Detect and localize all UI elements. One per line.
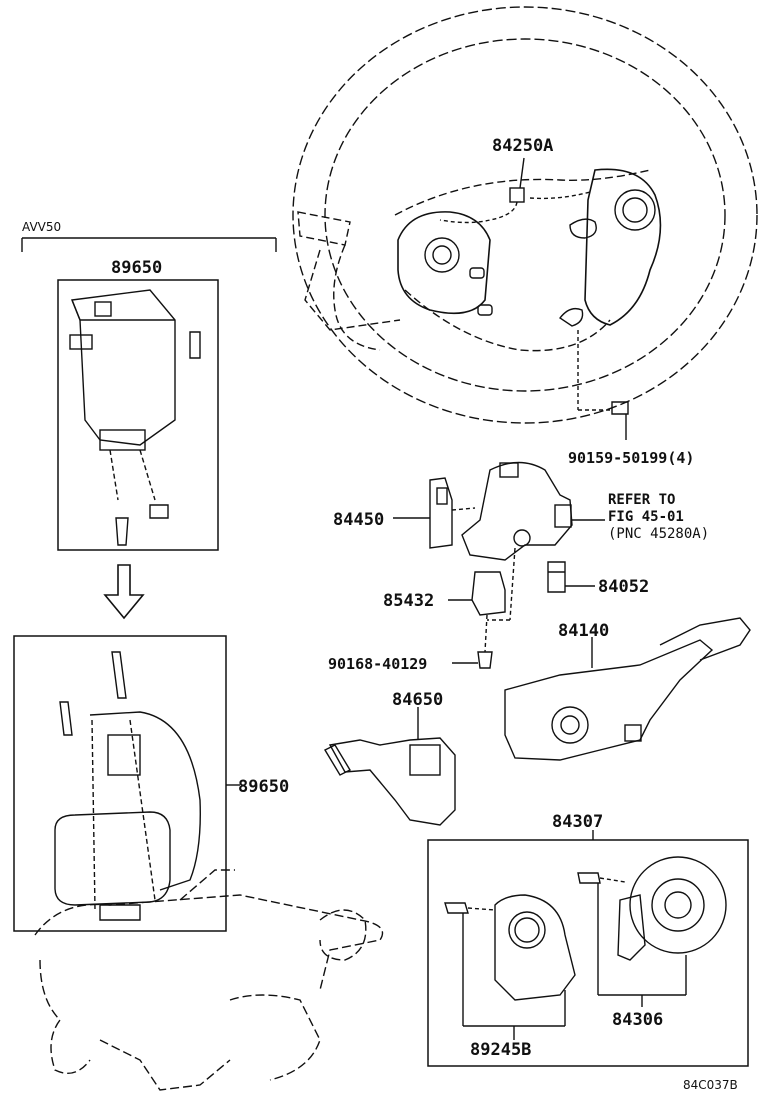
part-label-90168: 90168-40129 xyxy=(328,655,428,673)
figure-code: 84C037B xyxy=(683,1078,738,1092)
spiral-cable-box xyxy=(427,830,749,1067)
part-label-89650-side: 89650 xyxy=(238,777,290,797)
steering-wheel-drawing xyxy=(292,6,758,440)
ignition-module-box-top xyxy=(57,279,219,551)
part-label-84650: 84650 xyxy=(392,690,444,710)
turn-signal-switch-drawing xyxy=(504,617,751,761)
variant-label: AVV50 xyxy=(22,220,62,234)
arrow-down-icon xyxy=(103,564,145,620)
part-label-84307: 84307 xyxy=(552,812,604,832)
wiper-switch-drawing xyxy=(324,707,456,826)
light-control-switch-drawing xyxy=(448,571,506,669)
avv50-bracket xyxy=(21,237,277,252)
part-label-84140: 84140 xyxy=(558,621,610,641)
part-label-90159: 90159-50199(4) xyxy=(568,449,695,467)
sensor-drawing xyxy=(547,561,595,593)
part-label-84450: 84450 xyxy=(333,510,385,530)
part-label-84250a: 84250A xyxy=(492,136,554,156)
refer-line-1: REFER TO xyxy=(608,492,676,508)
refer-line-3: (PNC 45280A) xyxy=(608,526,710,542)
part-label-84306: 84306 xyxy=(612,1010,664,1030)
refer-line-2: FIG 45-01 xyxy=(608,509,684,525)
part-label-89650-top: 89650 xyxy=(111,258,163,278)
switch-bracket-drawing xyxy=(393,461,605,621)
part-label-89245b: 89245B xyxy=(470,1040,532,1060)
part-label-84052: 84052 xyxy=(598,577,650,597)
refer-note: REFER TO FIG 45-01 (PNC 45280A) xyxy=(608,492,709,543)
part-label-85432: 85432 xyxy=(383,591,435,611)
ignition-module-box-lower xyxy=(13,635,240,932)
steering-column-drawing xyxy=(34,869,384,1091)
